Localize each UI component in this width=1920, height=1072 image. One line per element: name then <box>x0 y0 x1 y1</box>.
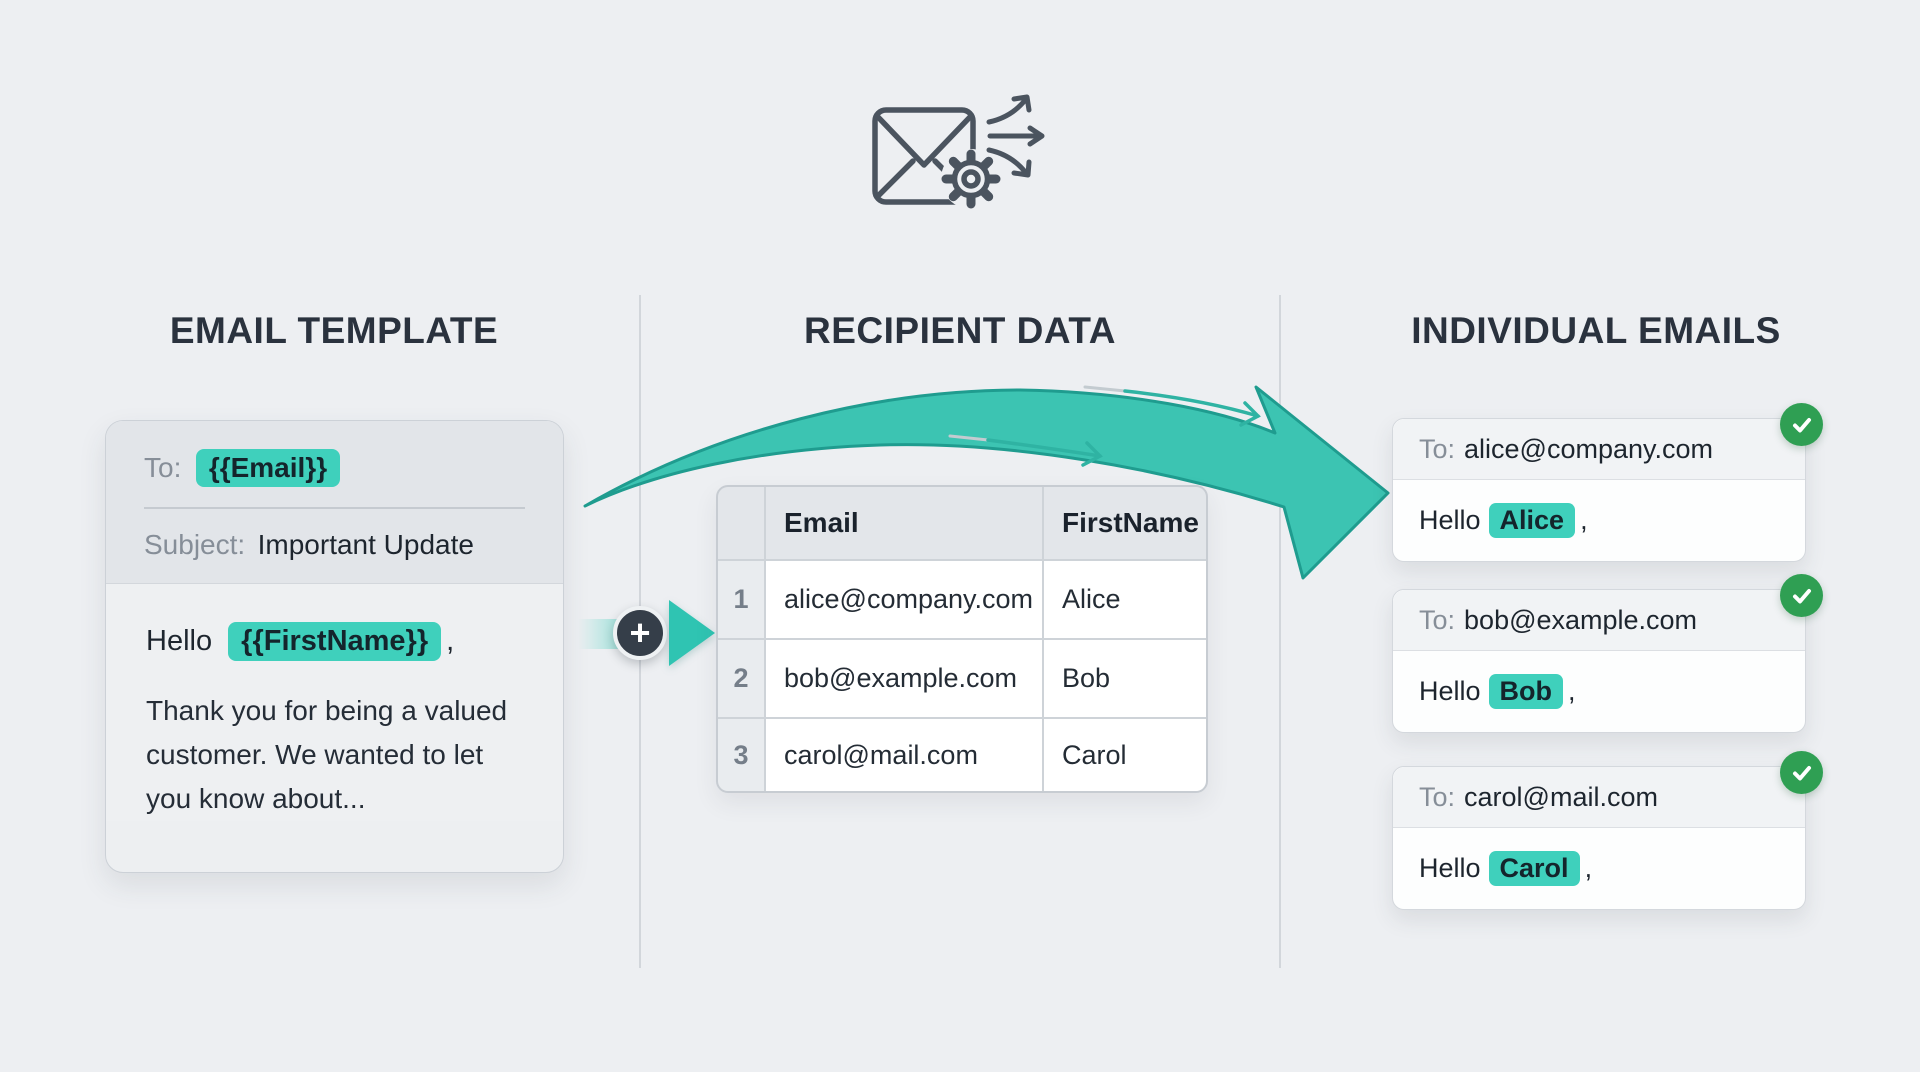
fanout-arrows-icon <box>986 94 1045 178</box>
to-label: To: <box>1419 781 1456 812</box>
table-header-email: Email <box>766 487 1042 559</box>
envelope-flap <box>875 114 973 168</box>
email-card-body: Hello Carol, <box>1393 828 1805 909</box>
gear-icon <box>941 149 1001 209</box>
greeting-hello: Hello <box>1419 676 1481 706</box>
email-card-header: To: bob@example.com <box>1393 590 1805 651</box>
subject-value: Important Update <box>257 529 474 560</box>
template-body-text: Thank you for being a valued customer. W… <box>146 695 508 814</box>
column-title-email-template: EMAIL TEMPLATE <box>169 310 499 351</box>
subject-label: Subject: <box>144 529 246 560</box>
column-title-recipient-data: RECIPIENT DATA <box>804 310 1116 351</box>
email-card-header: To: carol@mail.com <box>1393 767 1805 828</box>
greeting-hello: Hello <box>146 625 213 657</box>
email-address: bob@example.com <box>1464 604 1698 635</box>
template-to-row: To: {{Email}} <box>144 449 525 487</box>
row-1-number: 1 <box>718 561 764 638</box>
email-card-header: To: alice@company.com <box>1393 419 1805 480</box>
motion-arrows <box>948 385 1261 467</box>
firstname-token-chip: {{FirstName}} <box>228 622 442 661</box>
row-2-email: bob@example.com <box>766 640 1042 717</box>
name-chip: Carol <box>1488 851 1580 886</box>
column-title-individual-emails: INDIVIDUAL EMAILS <box>1411 310 1781 351</box>
recipient-data-table: Email FirstName 1 alice@company.com Alic… <box>716 485 1208 793</box>
row-2-firstname: Bob <box>1044 640 1206 717</box>
row-2-number: 2 <box>718 640 764 717</box>
row-1-email: alice@company.com <box>766 561 1042 638</box>
check-icon <box>1780 403 1823 446</box>
to-label: To: <box>1419 604 1456 635</box>
to-label: To: <box>1419 433 1456 464</box>
greeting-comma: , <box>1584 853 1593 883</box>
email-address: carol@mail.com <box>1464 781 1658 812</box>
swoosh-body <box>583 385 1390 580</box>
to-label: To: <box>144 452 182 483</box>
email-card-body: Hello Alice, <box>1393 480 1805 561</box>
greeting-comma: , <box>446 625 455 657</box>
greeting-comma: , <box>1568 676 1576 706</box>
email-card-body: Hello Bob, <box>1393 651 1805 732</box>
name-chip: Bob <box>1488 674 1564 709</box>
email-template-card: To: {{Email}} Subject: Important Update … <box>105 420 564 873</box>
row-3-firstname: Carol <box>1044 719 1206 791</box>
template-card-body: Hello {{FirstName}}, Thank you for being… <box>106 584 563 821</box>
template-subject-row: Subject: Important Update <box>144 529 525 561</box>
merge-arrow-icon <box>669 600 715 666</box>
table-corner-cell <box>718 487 764 559</box>
row-3-email: carol@mail.com <box>766 719 1042 791</box>
template-greeting: Hello {{FirstName}}, <box>146 622 523 661</box>
row-1-firstname: Alice <box>1044 561 1206 638</box>
template-card-header: To: {{Email}} Subject: Important Update <box>106 421 563 584</box>
individual-email-card-carol: To: carol@mail.com Hello Carol, <box>1392 751 1823 910</box>
email-address: alice@company.com <box>1464 433 1714 464</box>
individual-email-card-bob: To: bob@example.com Hello Bob, <box>1392 574 1823 733</box>
check-icon <box>1780 751 1823 794</box>
template-header-rule <box>144 507 525 509</box>
email-token-chip: {{Email}} <box>195 449 341 487</box>
greeting-comma: , <box>1580 505 1588 535</box>
divider-recipient-individual <box>1279 295 1281 968</box>
row-3-number: 3 <box>718 719 764 791</box>
table-header-firstname: FirstName <box>1044 487 1206 559</box>
individual-email-card-alice: To: alice@company.com Hello Alice, <box>1392 403 1823 562</box>
name-chip: Alice <box>1488 503 1576 538</box>
greeting-hello: Hello <box>1419 505 1481 535</box>
check-icon <box>1780 574 1823 617</box>
greeting-hello: Hello <box>1419 853 1481 883</box>
plus-icon: + <box>613 606 667 660</box>
